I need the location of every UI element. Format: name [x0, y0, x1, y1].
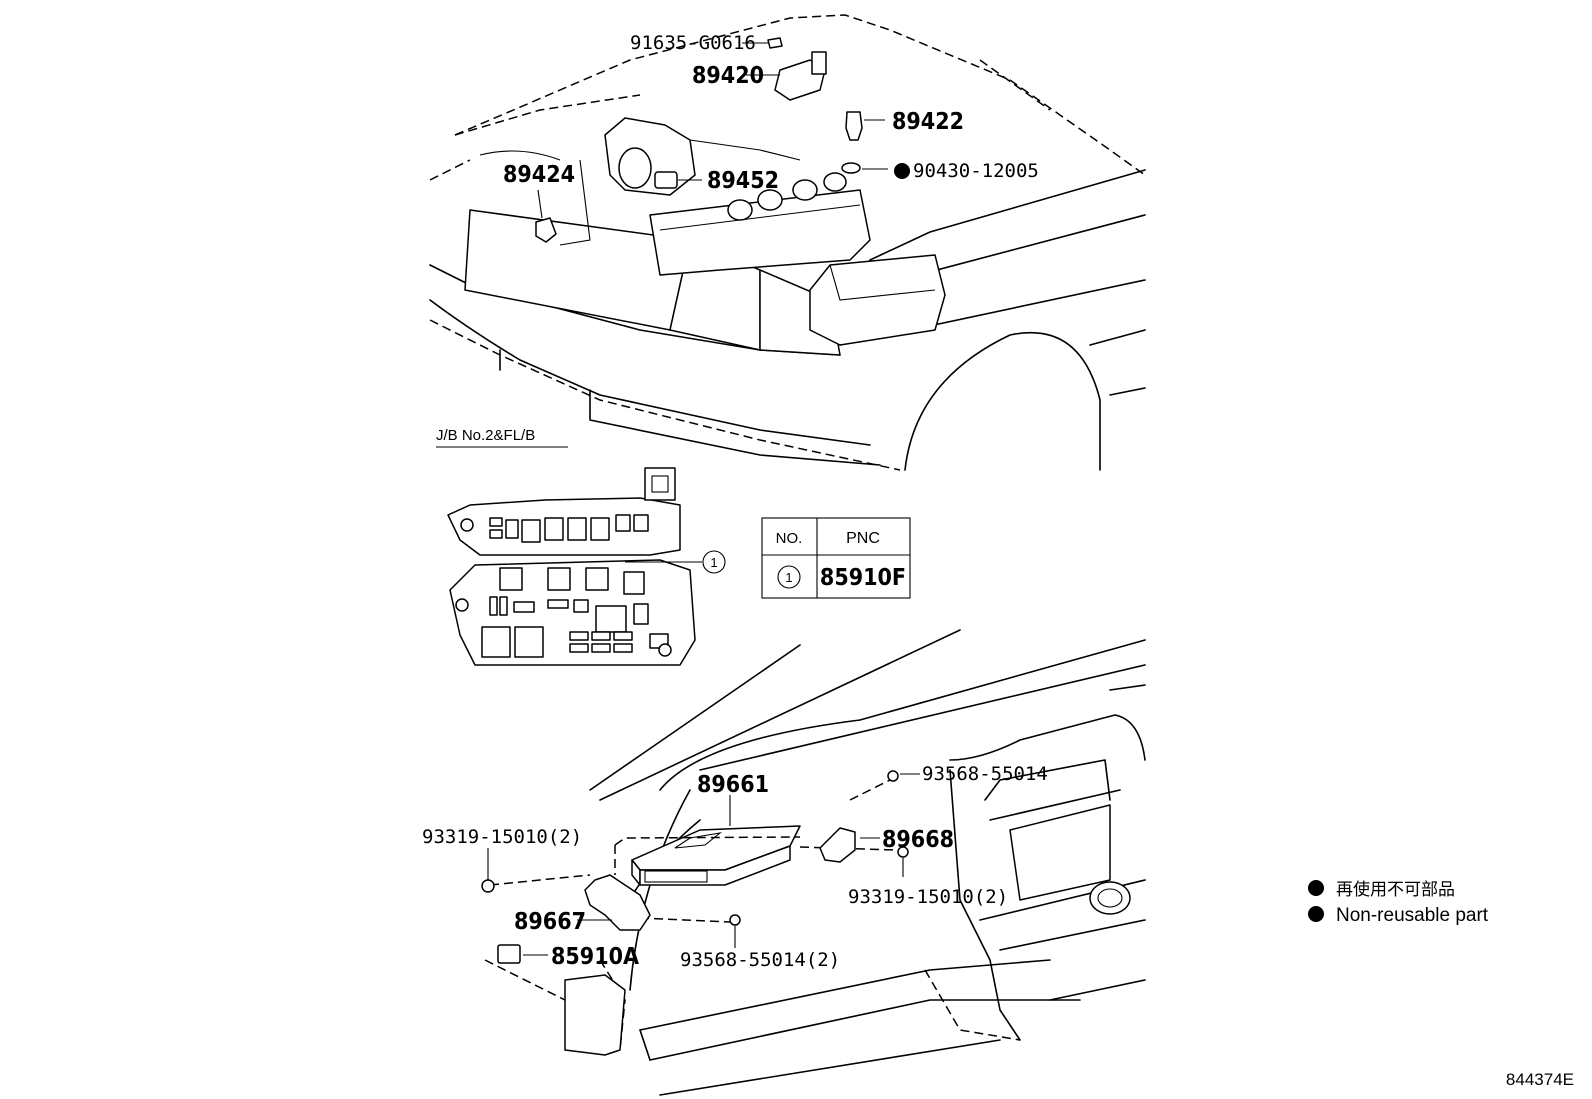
pnc-table: NO. PNC 1 85910F — [761, 517, 911, 599]
callout-89661: 89661 — [697, 772, 769, 798]
ecu-module — [631, 825, 801, 886]
jb-section-label: J/B No.2&FL/B — [436, 427, 535, 444]
callout-89667: 89667 — [514, 909, 586, 935]
junction-block-drawing — [447, 467, 696, 666]
callout-93568-a: 93568-55014 — [922, 763, 1048, 785]
legend-japanese: 再使用不可部品 — [1336, 879, 1455, 899]
dashboard-drawing — [589, 629, 1146, 1096]
callout-93568-b: 93568-55014(2) — [680, 949, 840, 971]
pnc-row-no: 1 — [785, 570, 792, 585]
callout-89424: 89424 — [503, 162, 575, 188]
engine-leader-lines — [537, 42, 888, 219]
callout-89420: 89420 — [692, 63, 764, 89]
pnc-row-value: 85910F — [820, 565, 906, 591]
item-marker: 1 — [710, 555, 717, 570]
callout-93319-a: 93319-15010(2) — [422, 826, 582, 848]
dash-leader-lines — [487, 773, 920, 956]
callout-89422: 89422 — [892, 109, 964, 135]
callout-93319-b: 93319-15010(2) — [848, 886, 1008, 908]
diagram-id: 844374E — [1506, 1070, 1574, 1089]
callout-90430: 90430-12005 — [913, 160, 1039, 182]
callout-85910a: 85910A — [551, 944, 639, 970]
callout-91635: 91635-G0616 — [630, 32, 756, 54]
callout-89452: 89452 — [707, 168, 779, 194]
non-reusable-marker — [894, 163, 910, 179]
pnc-header-pnc: PNC — [846, 530, 880, 547]
callout-89668: 89668 — [882, 827, 954, 853]
legend: 再使用不可部品 Non-reusable part — [1308, 879, 1489, 926]
pnc-header-no: NO. — [776, 530, 803, 547]
legend-english: Non-reusable part — [1336, 905, 1489, 926]
engine-bay-drawing — [429, 14, 1146, 471]
